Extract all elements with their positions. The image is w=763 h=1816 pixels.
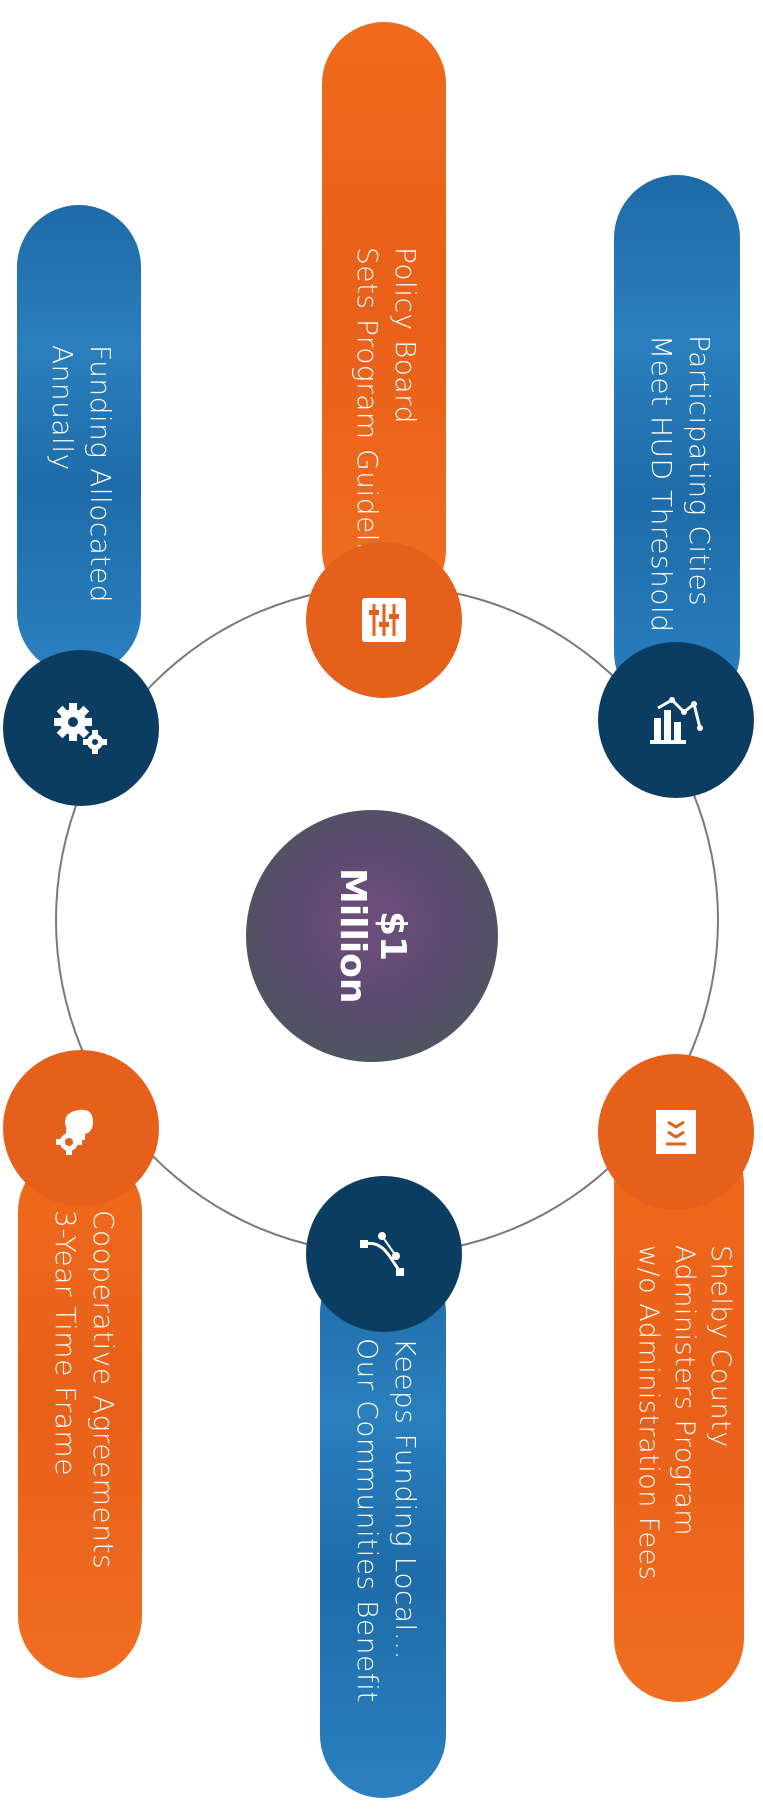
pill-policy-board: Policy Board Sets Program Guidelines (322, 22, 446, 612)
pill-funding-allocated: Funding Allocated Annually (17, 205, 141, 675)
label-line: Shelby County (705, 1245, 736, 1448)
center-circle: $1 Million (246, 810, 498, 1062)
node-shelby-county (598, 1054, 754, 1210)
node-funding-allocated (3, 650, 159, 806)
person-gear-icon (56, 1109, 93, 1155)
center-value: $1 Million (332, 868, 413, 1004)
label-line: Keeps Funding Local... (389, 1338, 422, 1661)
label-line: Annually (46, 345, 79, 471)
gears-icon (54, 703, 107, 754)
text-keeps-funding-local: Keeps Funding Local... Our Communities B… (348, 1338, 424, 1703)
label-line: Administers Program (669, 1245, 700, 1537)
vector-path-icon (360, 1232, 404, 1276)
chart-icon (650, 697, 703, 744)
label-line: Participating Cities (683, 335, 716, 607)
label-line: Funding Allocated (84, 345, 117, 603)
node-keeps-funding-local (306, 1176, 462, 1332)
node-policy-board (306, 542, 462, 698)
label-line: w/o Administration Fees (633, 1245, 664, 1581)
label-line: 3-Year Time Frame (49, 1210, 82, 1476)
center-line-2: Million (332, 868, 373, 1004)
label-line: Cooperative Agreements (87, 1210, 120, 1570)
center-line-1: $1 (372, 910, 413, 962)
node-cooperative-agreements (3, 1050, 159, 1206)
code-document-icon (656, 1110, 696, 1154)
text-funding-allocated: Funding Allocated Annually (43, 345, 119, 603)
pill-keeps-funding-local: Keeps Funding Local... Our Communities B… (320, 1250, 446, 1798)
pill-shelby-county: Shelby County Administers Program w/o Ad… (614, 1120, 744, 1702)
pill-cooperative-agreements: Cooperative Agreements 3-Year Time Frame (18, 1150, 142, 1678)
node-participating-cities (598, 642, 754, 798)
sliders-icon (362, 598, 406, 642)
label-line: Meet HUD Threshold (645, 335, 678, 633)
label-line: Policy Board (389, 247, 422, 424)
text-cooperative-agreements: Cooperative Agreements 3-Year Time Frame (46, 1210, 122, 1569)
text-participating-cities: Participating Cities Meet HUD Threshold (642, 335, 718, 633)
text-policy-board: Policy Board Sets Program Guidelines (348, 247, 424, 601)
pill-participating-cities: Participating Cities Meet HUD Threshold (614, 175, 740, 715)
label-line: Our Communities Benefit (351, 1338, 384, 1703)
text-shelby-county: Shelby County Administers Program w/o Ad… (630, 1245, 738, 1580)
